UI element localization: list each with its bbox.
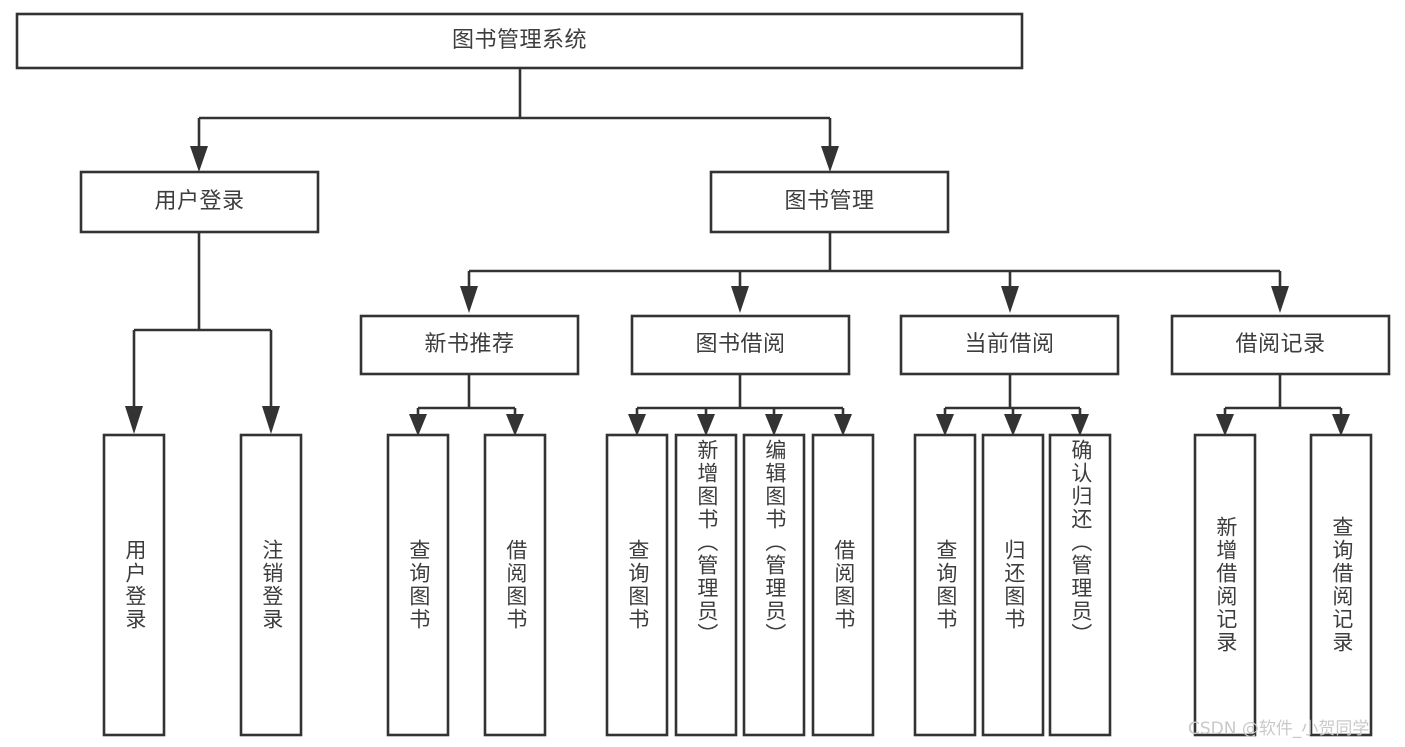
node-box-user-login[interactable] [79, 170, 320, 234]
node-box-borrow-record[interactable] [1170, 314, 1391, 376]
node-box-leaf-return-book[interactable] [981, 433, 1045, 737]
node-box-leaf-confirm-return[interactable] [1048, 433, 1112, 737]
arrow-head-leaf-query-book-3 [936, 414, 954, 436]
arrow-head-leaf-user-logout [262, 406, 280, 434]
node-box-leaf-edit-book[interactable] [742, 433, 806, 737]
node-box-book-management[interactable] [709, 170, 950, 234]
node-box-new-book-recommend[interactable] [359, 314, 580, 376]
node-box-leaf-query-book-1[interactable] [386, 433, 450, 737]
arrow-head-leaf-confirm-return [1071, 414, 1089, 436]
arrow-head-book-borrow [731, 286, 749, 313]
arrow-head-leaf-query-book-2 [628, 414, 646, 436]
arrow-head-new-book-recommend [460, 286, 478, 313]
node-box-leaf-user-logout[interactable] [239, 433, 303, 737]
node-box-leaf-query-book-3[interactable] [913, 433, 977, 737]
node-box-book-borrow[interactable] [630, 314, 851, 376]
arrow-head-current-borrow [1001, 286, 1019, 313]
arrow-head-leaf-borrow-book-1 [506, 414, 524, 436]
node-box-current-borrow[interactable] [899, 314, 1120, 376]
node-box-root[interactable] [15, 12, 1024, 70]
node-box-leaf-user-login[interactable] [102, 433, 166, 737]
arrow-head-leaf-query-book-1 [409, 414, 427, 436]
arrow-head-leaf-borrow-book-2 [834, 414, 852, 436]
node-box-leaf-borrow-book-1[interactable] [483, 433, 547, 737]
arrow-head-leaf-edit-book [765, 414, 783, 436]
arrow-head-leaf-query-record [1332, 414, 1350, 436]
node-box-leaf-add-record[interactable] [1193, 433, 1257, 737]
node-box-leaf-add-book[interactable] [674, 433, 738, 737]
node-box-leaf-query-book-2[interactable] [605, 433, 669, 737]
arrow-head-user-login [190, 146, 208, 172]
node-box-leaf-borrow-book-2[interactable] [811, 433, 875, 737]
arrow-head-leaf-add-book [697, 414, 715, 436]
arrow-head-leaf-return-book [1004, 414, 1022, 436]
arrow-head-leaf-user-login [125, 406, 143, 434]
arrow-head-leaf-add-record [1216, 414, 1234, 436]
arrow-head-book-management [821, 146, 839, 172]
arrow-head-borrow-record [1271, 286, 1289, 313]
csdn-watermark: CSDN @软件_小贺同学 [1188, 719, 1370, 739]
node-box-leaf-query-record[interactable] [1309, 433, 1373, 737]
